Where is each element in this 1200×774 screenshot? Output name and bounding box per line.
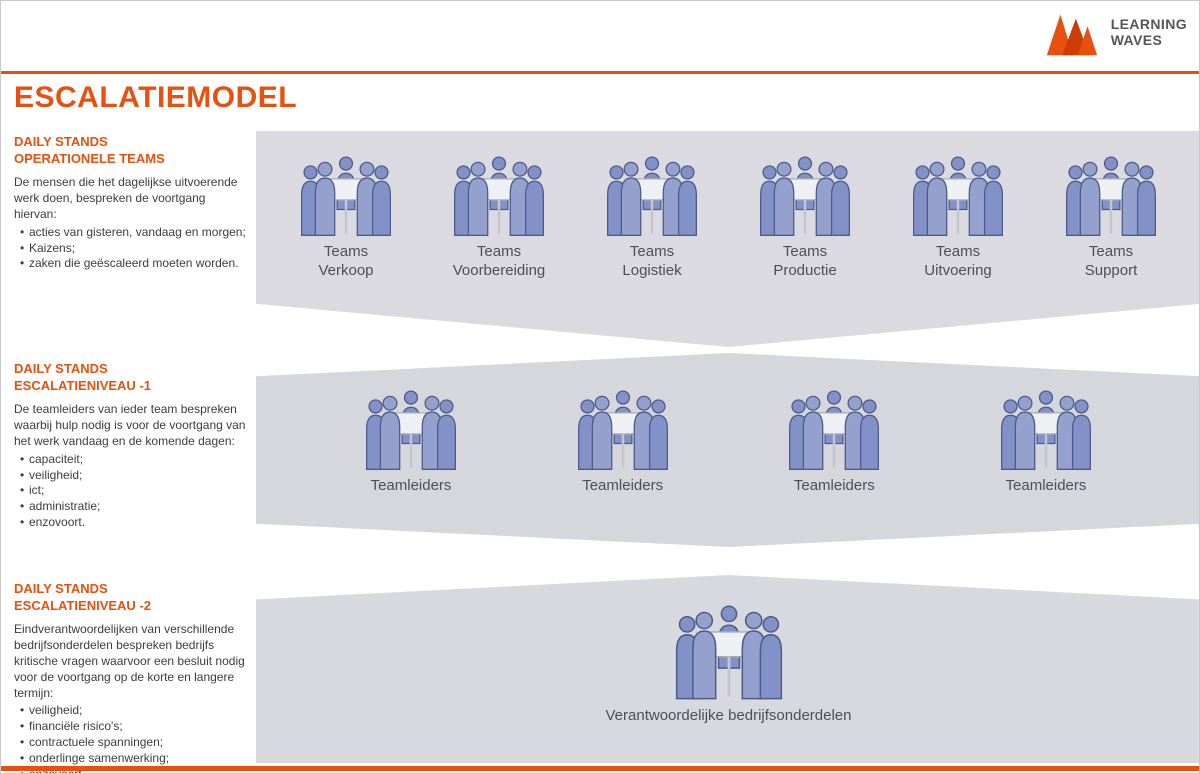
team-group: Teams Voorbereiding	[429, 153, 569, 281]
bullet-item: ict;	[14, 483, 251, 499]
team-group-icon	[296, 153, 396, 237]
team-group: Teams Verkoop	[276, 153, 416, 281]
level-3-groups: Verantwoordelijke bedrijfsonderdelen	[256, 575, 1199, 726]
team-group-label: Teamleiders	[582, 477, 664, 494]
section-intro: De mensen die het dagelijkse uitvoerende…	[14, 175, 238, 221]
bullet-item: acties van gisteren, vandaag en morgen;	[14, 225, 251, 241]
logo-mark-icon	[1046, 14, 1097, 56]
team-group-label: Teams Voorbereiding	[452, 243, 546, 279]
team-group: Teams Uitvoering	[888, 153, 1028, 281]
heading-line: DAILY STANDS	[14, 134, 108, 149]
logo-word-learning: LEARNING	[1110, 16, 1187, 33]
team-group-icon	[602, 153, 702, 237]
section-operationele-teams: DAILY STANDS OPERATIONELE TEAMS De mense…	[14, 134, 251, 272]
team-group-icon	[670, 601, 788, 701]
bullet-item: zaken die geëscaleerd moeten worden.	[14, 256, 251, 272]
bullet-item: veiligheid;	[14, 703, 251, 719]
bullet-item: financiële risico's;	[14, 719, 251, 735]
section-body: Eindverantwoordelijken van verschillende…	[14, 622, 251, 773]
team-group-label: Teamleiders	[793, 477, 875, 494]
logo-word-waves: WAVES	[1110, 32, 1163, 48]
team-group-icon	[784, 387, 884, 471]
heading-line: DAILY STANDS	[14, 361, 108, 376]
team-group-label: Teams Support	[1084, 243, 1138, 279]
bullet-item: onderlinge samenwerking;	[14, 751, 251, 767]
level-1-groups: Teams Verkoop Teams Voorbereiding Teams …	[256, 131, 1200, 281]
team-group-label: Teamleiders	[370, 477, 452, 494]
bullet-item: veiligheid;	[14, 468, 251, 484]
team-group: Teamleiders	[976, 387, 1116, 496]
team-group: Verantwoordelijke bedrijfsonderdelen	[569, 601, 889, 726]
bullet-list: acties van gisteren, vandaag en morgen; …	[14, 225, 251, 272]
heading-line: ESCALATIENIVEAU -2	[14, 597, 151, 613]
team-group-label: Teams Productie	[773, 243, 837, 279]
section-heading: DAILY STANDS ESCALATIENIVEAU -1	[14, 361, 251, 394]
level-2-groups: Teamleiders Teamleiders Teamleiders Team…	[256, 353, 1200, 496]
heading-line: DAILY STANDS	[14, 581, 108, 596]
section-escalatieniveau-2: DAILY STANDS ESCALATIENIVEAU -2 Eindvera…	[14, 581, 251, 773]
team-group-icon	[755, 153, 855, 237]
team-group-icon	[449, 153, 549, 237]
page-title: ESCALATIEMODEL	[14, 81, 298, 114]
section-heading: DAILY STANDS OPERATIONELE TEAMS	[14, 134, 251, 167]
bullet-item: capaciteit;	[14, 452, 251, 468]
team-group: Teamleiders	[341, 387, 481, 496]
section-intro: De teamleiders van ieder team bespreken …	[14, 402, 246, 448]
section-intro: Eindverantwoordelijken van verschillende…	[14, 622, 245, 700]
bullet-item: contractuele spanningen;	[14, 735, 251, 751]
team-group-label: Teams Logistiek	[622, 243, 682, 279]
section-escalatieniveau-1: DAILY STANDS ESCALATIENIVEAU -1 De teaml…	[14, 361, 251, 531]
team-group-icon	[1061, 153, 1161, 237]
section-heading: DAILY STANDS ESCALATIENIVEAU -2	[14, 581, 251, 614]
top-divider	[1, 71, 1199, 74]
section-body: De mensen die het dagelijkse uitvoerende…	[14, 175, 251, 272]
team-group-icon	[573, 387, 673, 471]
team-group-label: Teamleiders	[1005, 477, 1087, 494]
bullet-list: veiligheid; financiële risico's; contrac…	[14, 703, 251, 773]
team-group-label: Verantwoordelijke bedrijfsonderdelen	[605, 707, 852, 724]
team-group: Teams Productie	[735, 153, 875, 281]
bullet-list: capaciteit; veiligheid; ict; administrat…	[14, 452, 251, 531]
team-group-icon	[908, 153, 1008, 237]
team-group: Teamleiders	[553, 387, 693, 496]
section-body: De teamleiders van ieder team bespreken …	[14, 402, 251, 531]
team-group: Teams Support	[1041, 153, 1181, 281]
team-group-label: Teams Verkoop	[318, 243, 374, 279]
logo-wordmark: LEARNING WAVES	[1111, 17, 1187, 48]
bullet-item: Kaizens;	[14, 241, 251, 257]
bullet-item: administratie;	[14, 499, 251, 515]
learning-waves-logo: LEARNING WAVES	[1041, 6, 1187, 60]
team-group: Teams Logistiek	[582, 153, 722, 281]
heading-line: OPERATIONELE TEAMS	[14, 150, 165, 166]
level-2-band: Teamleiders Teamleiders Teamleiders Team…	[256, 353, 1200, 547]
bottom-divider	[1, 766, 1199, 771]
team-group-label: Teams Uitvoering	[924, 243, 992, 279]
team-group-icon	[361, 387, 461, 471]
team-group: Teamleiders	[764, 387, 904, 496]
team-group-icon	[996, 387, 1096, 471]
level-1-band: Teams Verkoop Teams Voorbereiding Teams …	[256, 131, 1200, 347]
heading-line: ESCALATIENIVEAU -1	[14, 377, 151, 393]
bullet-item: enzovoort.	[14, 515, 251, 531]
level-3-band: Verantwoordelijke bedrijfsonderdelen	[256, 575, 1199, 763]
